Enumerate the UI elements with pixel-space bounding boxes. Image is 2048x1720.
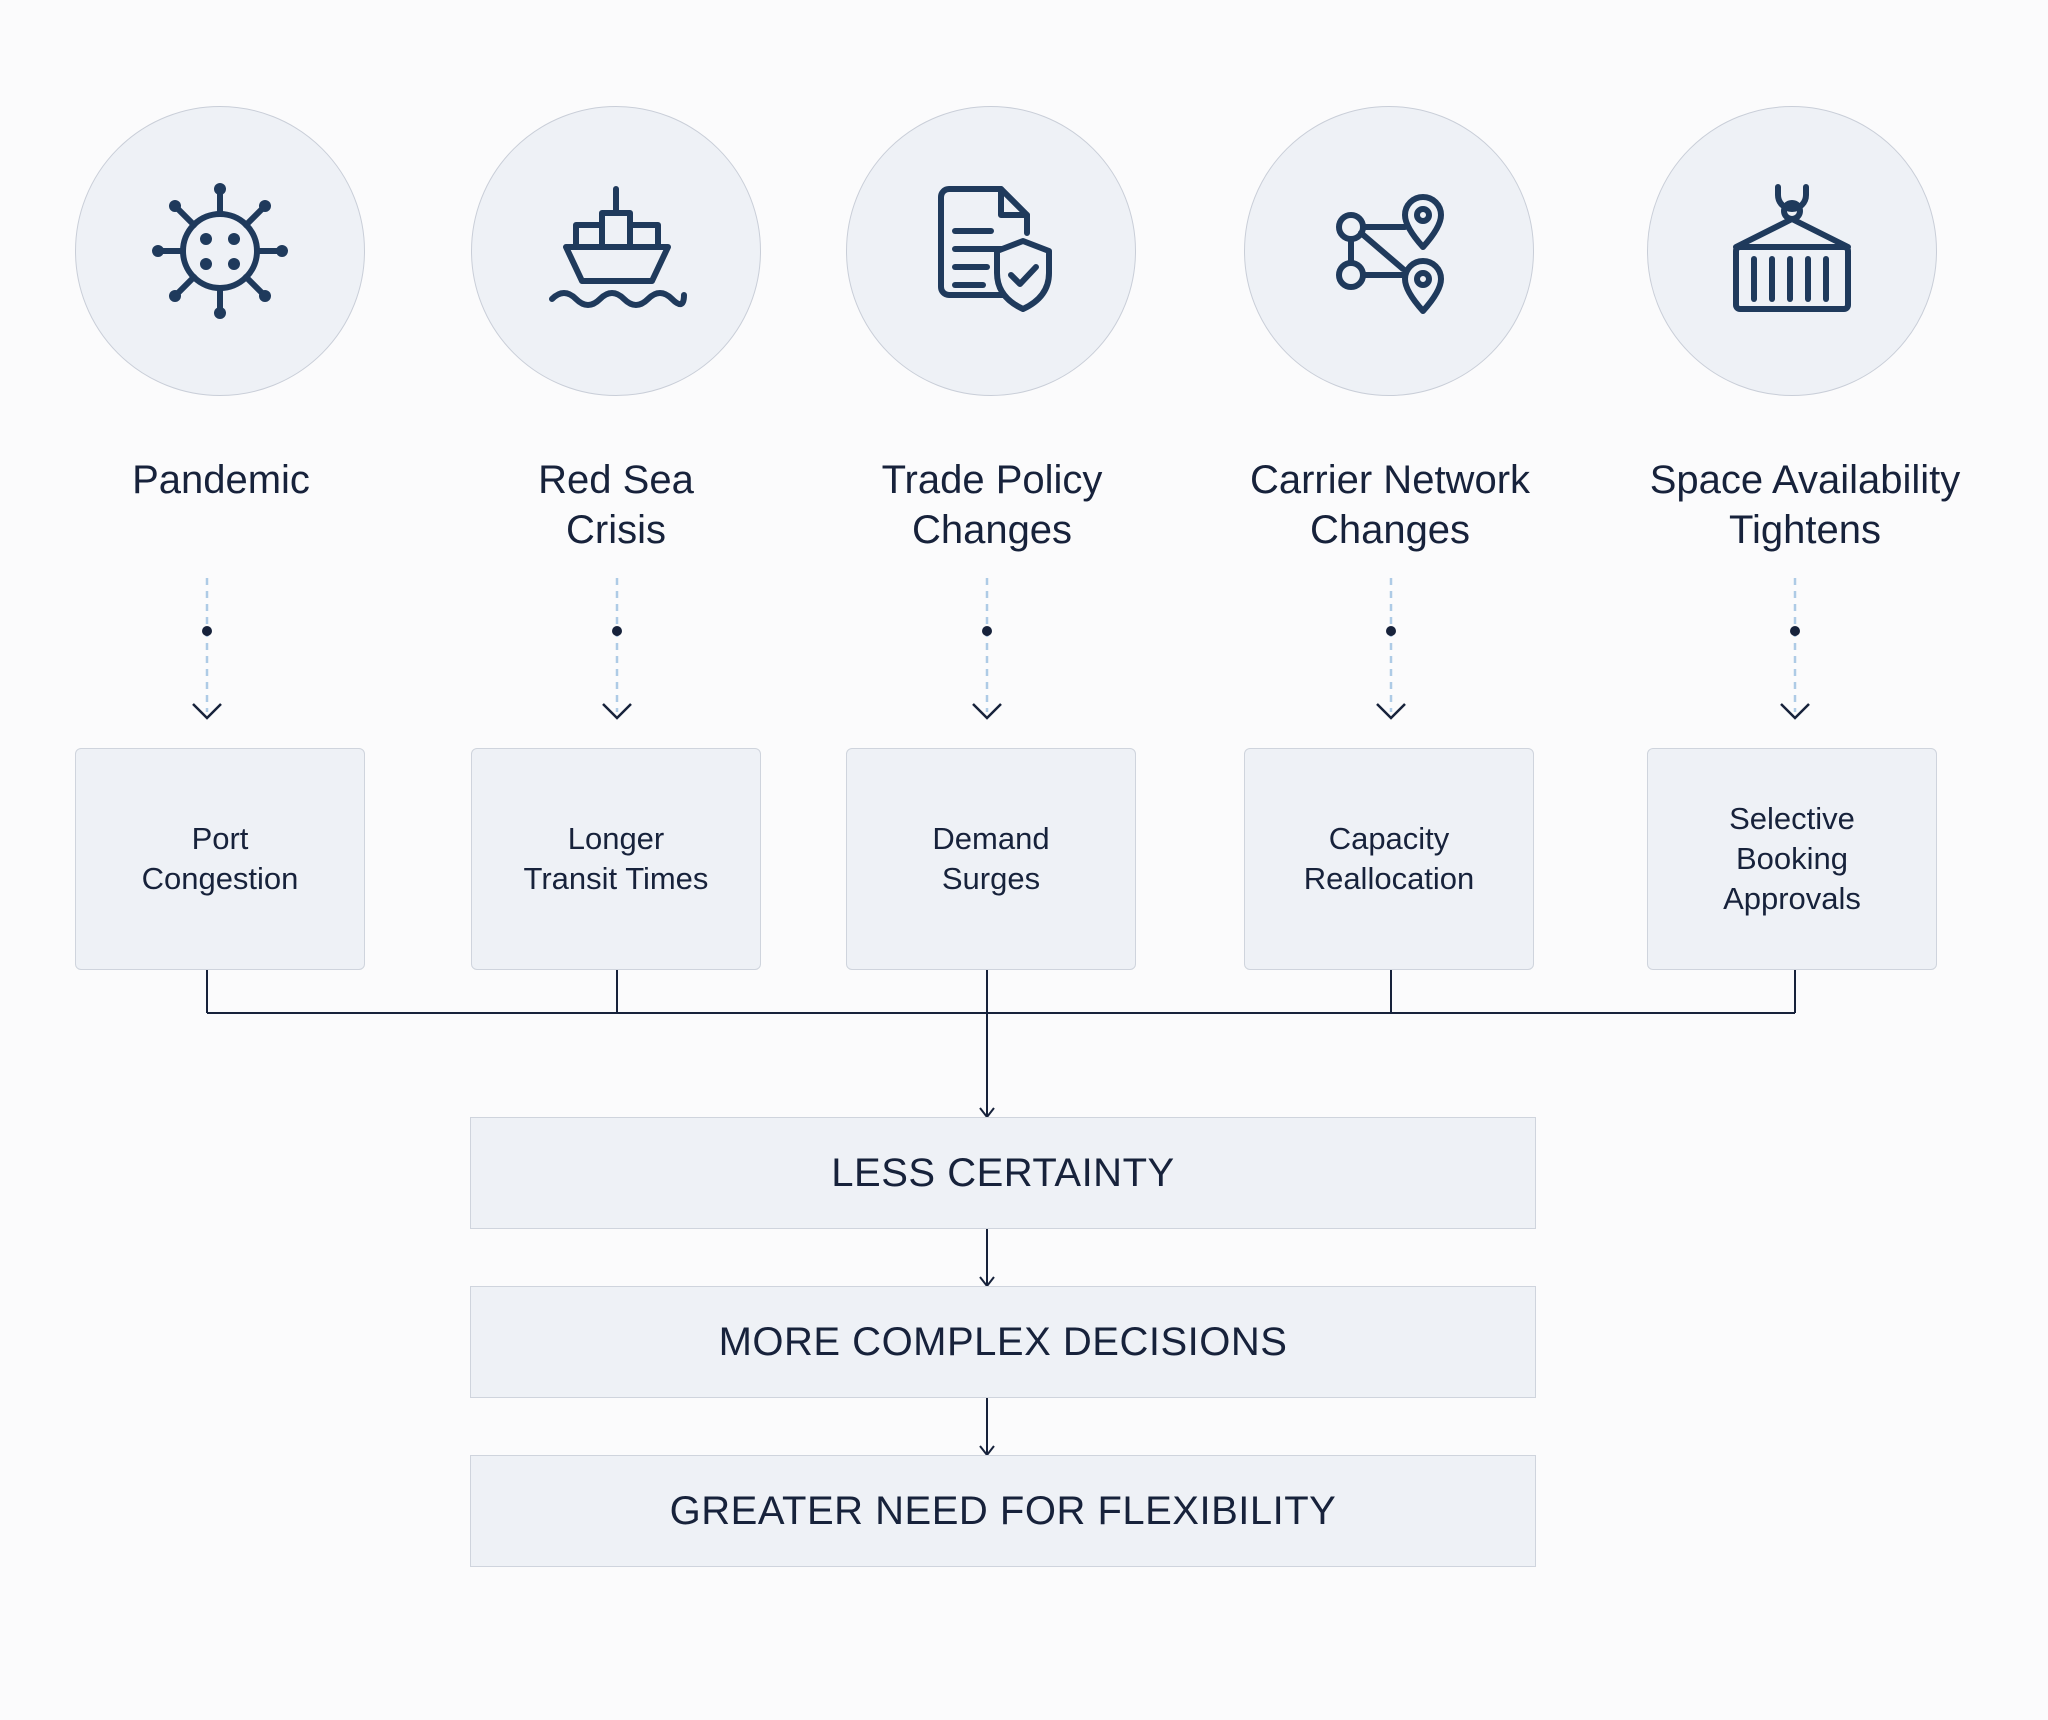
carrier-network-icon-circle	[1244, 106, 1534, 396]
cause-label-trade-policy-changes: Trade Policy Changes	[881, 458, 1103, 552]
cause-arrow	[972, 578, 1002, 720]
merge-connector	[206, 970, 1796, 1119]
cause-arrow	[1780, 578, 1810, 720]
effect-box-port-congestion: Port Congestion	[75, 748, 365, 970]
stage-greater-need-for-flexibility: GREATER NEED FOR FLEXIBILITY	[470, 1455, 1536, 1567]
space-availability-icon-circle	[1647, 106, 1937, 396]
policy-document-shield-icon	[938, 186, 1052, 312]
cause-arrow	[602, 578, 632, 720]
cause-label-pandemic: Pandemic	[132, 458, 310, 502]
cause-label-red-sea-crisis: Red Sea Crisis	[538, 458, 694, 552]
shipping-container-icon	[1733, 184, 1851, 312]
virus-icon	[152, 183, 288, 319]
red-sea-icon-circle	[471, 106, 761, 396]
effect-box-selective-booking-approvals: Selective Booking Approvals	[1647, 748, 1937, 970]
cause-label-space-availability-tightens: Space Availability Tightens	[1649, 458, 1961, 552]
effect-box-demand-surges: Demand Surges	[846, 748, 1136, 970]
cargo-ship-icon	[549, 186, 687, 308]
stage-arrow	[979, 1398, 995, 1457]
cause-arrow	[1376, 578, 1406, 720]
cause-label-carrier-network-changes: Carrier Network Changes	[1249, 458, 1531, 552]
pandemic-icon-circle	[75, 106, 365, 396]
effect-box-capacity-reallocation: Capacity Reallocation	[1244, 748, 1534, 970]
effect-box-longer-transit-times: Longer Transit Times	[471, 748, 761, 970]
stage-more-complex-decisions: MORE COMPLEX DECISIONS	[470, 1286, 1536, 1398]
cause-arrow	[192, 578, 222, 720]
route-pins-icon	[1336, 194, 1444, 314]
stage-less-certainty: LESS CERTAINTY	[470, 1117, 1536, 1229]
stage-arrow	[979, 1229, 995, 1288]
trade-policy-icon-circle	[846, 106, 1136, 396]
